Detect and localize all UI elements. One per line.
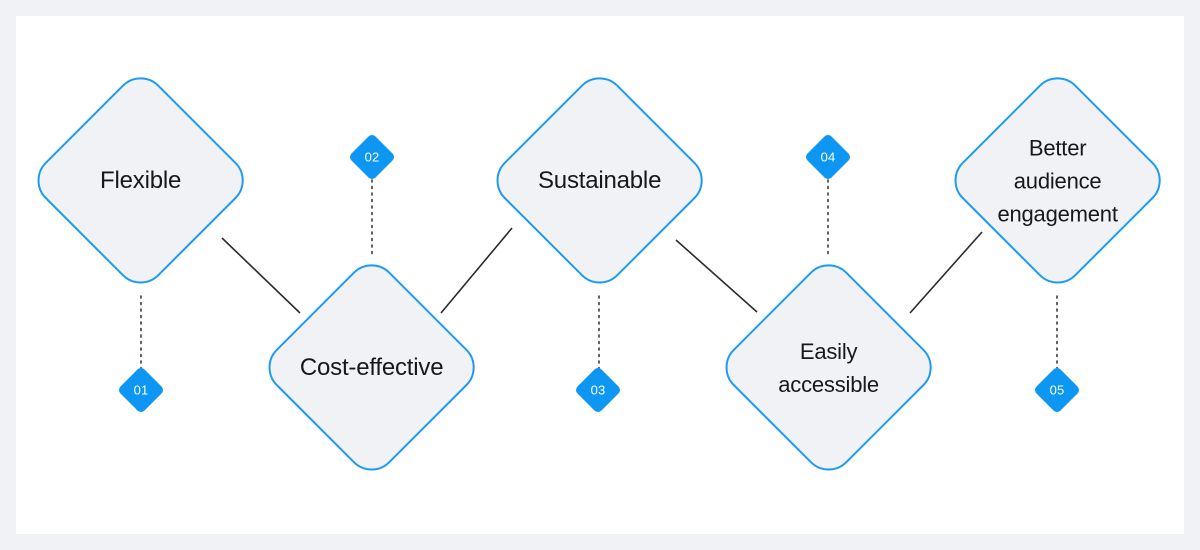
diamond-node[interactable]: Easily accessible <box>714 253 943 482</box>
step-number-label: 04 <box>820 149 836 165</box>
step-number-label: 03 <box>590 382 606 398</box>
step-number-badge[interactable]: 01 <box>116 365 166 415</box>
diamond-node-label: Flexible <box>100 166 182 194</box>
diamond-node[interactable]: Sustainable <box>485 66 714 295</box>
diamond-node[interactable]: Flexible <box>26 66 255 295</box>
diamond-node[interactable]: Cost-effective <box>257 253 486 482</box>
step-number-label: 05 <box>1049 382 1065 398</box>
step-number-label: 01 <box>133 382 149 398</box>
diamond-node-label: Better audience engagement <box>997 135 1119 227</box>
diamond-node-label: Cost-effective <box>300 353 444 381</box>
step-number-badge[interactable]: 04 <box>803 132 853 182</box>
diamond-node-label: Easily accessible <box>778 338 880 397</box>
step-number-badge[interactable]: 02 <box>347 132 397 182</box>
diamond-node-label: Sustainable <box>538 166 662 194</box>
step-number-label: 02 <box>364 149 380 165</box>
step-number-badge[interactable]: 03 <box>573 365 623 415</box>
diamond-node[interactable]: Better audience engagement <box>943 66 1172 295</box>
step-number-badge[interactable]: 05 <box>1032 365 1082 415</box>
